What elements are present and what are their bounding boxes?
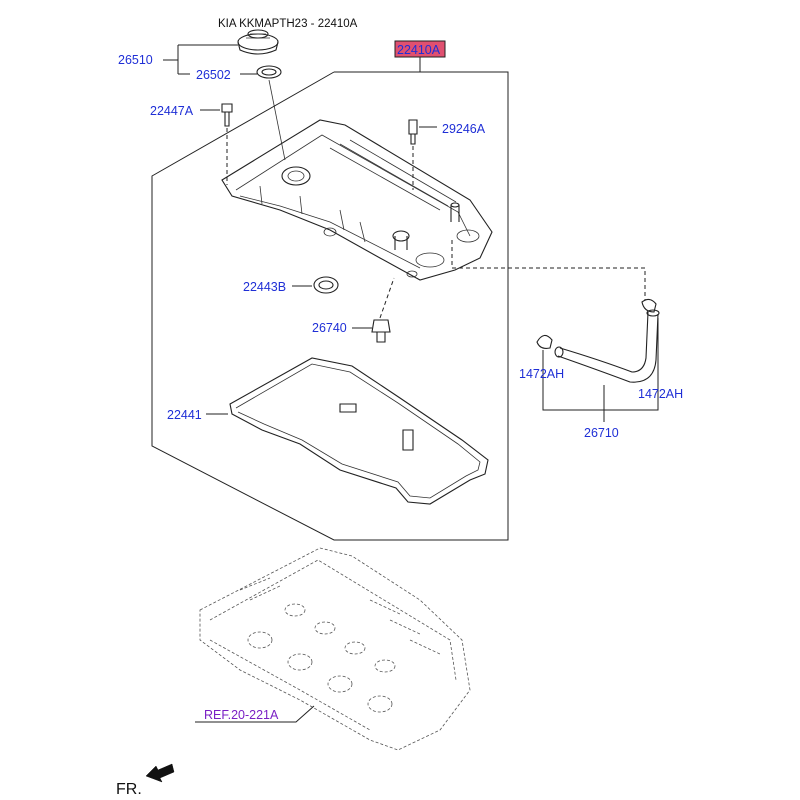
diagram-title: KIA KKMAPTH23 - 22410A xyxy=(218,18,358,30)
callout-26710[interactable]: 26710 xyxy=(584,426,619,440)
hose-clamp-left xyxy=(536,334,553,349)
front-label: FR. xyxy=(116,781,142,798)
hose-clamp-right xyxy=(641,298,657,313)
callout-1472AH-left[interactable]: 1472AH xyxy=(519,367,564,381)
callout-22441[interactable]: 22441 xyxy=(167,408,202,422)
callout-29246A[interactable]: 29246A xyxy=(442,122,486,136)
callout-26740[interactable]: 26740 xyxy=(312,321,347,335)
cap-seal-ring xyxy=(256,65,282,79)
reference-label[interactable]: REF.20-221A xyxy=(204,708,279,722)
cylinder-head-cover xyxy=(221,119,493,281)
leader-26510 xyxy=(163,44,238,75)
callout-22447A[interactable]: 22447A xyxy=(150,104,194,118)
bolt-22447A xyxy=(221,103,233,127)
callout-22443B[interactable]: 22443B xyxy=(243,280,286,294)
pcv-valve-26740 xyxy=(371,319,391,343)
callout-1472AH-right[interactable]: 1472AH xyxy=(638,387,683,401)
gasket-22441 xyxy=(229,357,489,505)
breather-hose-26710 xyxy=(554,309,660,383)
cylinder-head-reference xyxy=(199,547,471,751)
oil-filler-cap xyxy=(237,29,279,55)
seal-22443B xyxy=(313,276,339,294)
callout-26502[interactable]: 26502 xyxy=(196,68,231,82)
callout-26510[interactable]: 26510 xyxy=(118,53,153,67)
leader-26710 xyxy=(542,318,659,422)
callout-22410A[interactable]: 22410A xyxy=(397,43,441,57)
arrow-left-icon xyxy=(145,763,175,783)
leader-22410A xyxy=(151,57,509,541)
sensor-29246A xyxy=(408,119,418,145)
